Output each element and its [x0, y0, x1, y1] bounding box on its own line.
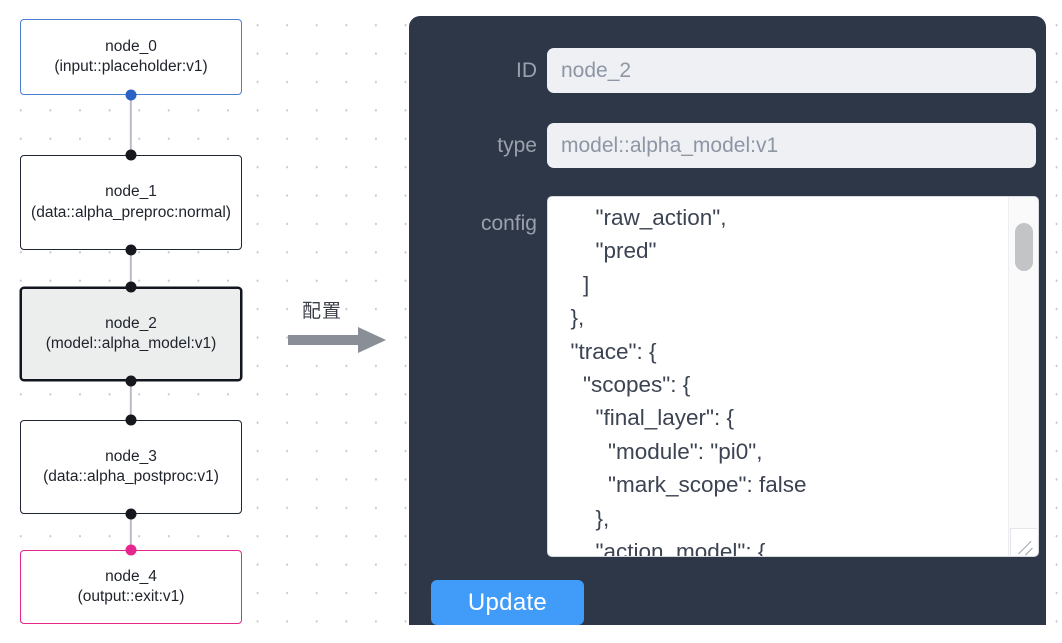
flow-node-label: node_3 (data::alpha_postproc:v1) — [43, 447, 219, 486]
type-field-label: type — [497, 133, 537, 157]
field-row-id: ID — [409, 48, 1046, 93]
flow-node-node_4[interactable]: node_4 (output::exit:v1) — [20, 550, 242, 624]
handle-node_2-top[interactable] — [125, 281, 137, 293]
config-editor[interactable]: "raw_action", "pred" ] }, "trace": { "sc… — [547, 196, 1039, 557]
field-row-config: config "raw_action", "pred" ] }, "trace"… — [409, 196, 1046, 557]
edge-node_3-node_4 — [129, 514, 133, 550]
arrow-caption: 配置 — [302, 300, 343, 322]
field-row-type: type — [409, 123, 1046, 168]
config-arrow-group: 配置 — [288, 296, 398, 358]
handle-node_4-top[interactable] — [125, 544, 137, 556]
right-arrow-icon — [288, 327, 386, 353]
config-textarea-content[interactable]: "raw_action", "pred" ] }, "trace": { "sc… — [570, 205, 807, 556]
edge-node_1-node_2 — [129, 250, 133, 287]
type-input[interactable] — [547, 123, 1036, 168]
flow-node-label: node_0 (input::placeholder:v1) — [54, 37, 208, 76]
canvas-bottom-strip — [0, 629, 1062, 643]
flow-node-label: node_1 (data::alpha_preproc:normal) — [31, 183, 231, 221]
edge-node_2-node_3 — [129, 381, 133, 420]
config-resize-handle[interactable] — [1010, 528, 1037, 555]
handle-node_1-bottom[interactable] — [125, 244, 137, 256]
handle-node_3-bottom[interactable] — [125, 508, 137, 520]
flow-node-label: node_2 (model::alpha_model:v1) — [45, 314, 217, 353]
node-inspector-panel: ID type config "raw_action", "pred" ] },… — [409, 16, 1046, 625]
handle-node_2-bottom[interactable] — [125, 375, 137, 387]
handle-node_0-bottom[interactable] — [125, 89, 137, 101]
update-button[interactable]: Update — [431, 580, 584, 625]
flow-node-node_1[interactable]: node_1 (data::alpha_preproc:normal) — [20, 155, 242, 250]
flow-node-node_2[interactable]: node_2 (model::alpha_model:v1) — [20, 287, 242, 381]
handle-node_1-top[interactable] — [125, 149, 137, 161]
edge-node_0-node_1 — [129, 95, 133, 155]
id-field-label: ID — [516, 58, 537, 82]
config-field-label: config — [480, 212, 537, 235]
id-input[interactable] — [547, 48, 1036, 93]
flow-node-node_0[interactable]: node_0 (input::placeholder:v1) — [20, 19, 242, 95]
config-scrollbar-thumb[interactable] — [1015, 223, 1033, 271]
flow-node-label: node_4 (output::exit:v1) — [77, 567, 185, 606]
config-scrollbar-track[interactable] — [1008, 197, 1038, 556]
handle-node_3-top[interactable] — [125, 414, 137, 426]
flow-node-node_3[interactable]: node_3 (data::alpha_postproc:v1) — [20, 420, 242, 514]
